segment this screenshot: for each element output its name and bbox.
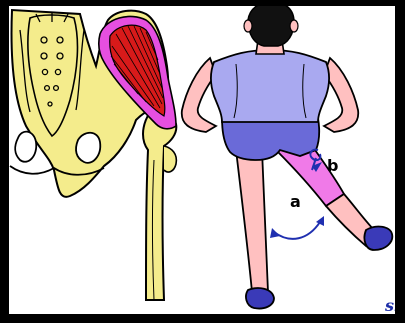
exercise-figure — [182, 6, 393, 309]
head — [248, 6, 294, 46]
label-a: a — [290, 192, 301, 211]
right-ear — [290, 20, 298, 32]
standing-leg — [236, 150, 268, 292]
illustration-panel: a b sk — [9, 6, 395, 314]
abduction-arrowhead-start — [270, 228, 280, 238]
femur — [143, 111, 176, 301]
shorts — [222, 118, 319, 160]
left-arm — [182, 58, 216, 132]
left-shoe — [246, 288, 274, 308]
obturator-foramen-right — [76, 133, 100, 163]
artist-signature: sk — [385, 296, 395, 314]
left-ear — [244, 20, 252, 32]
obturator-foramen-left — [15, 132, 36, 162]
shirt — [211, 50, 329, 122]
pelvis-anatomy — [10, 10, 176, 300]
abduction-arrow — [274, 222, 320, 239]
right-arm — [324, 58, 358, 132]
greater-trochanter — [164, 146, 176, 172]
label-b: b — [327, 156, 338, 175]
right-shoe — [364, 227, 392, 250]
